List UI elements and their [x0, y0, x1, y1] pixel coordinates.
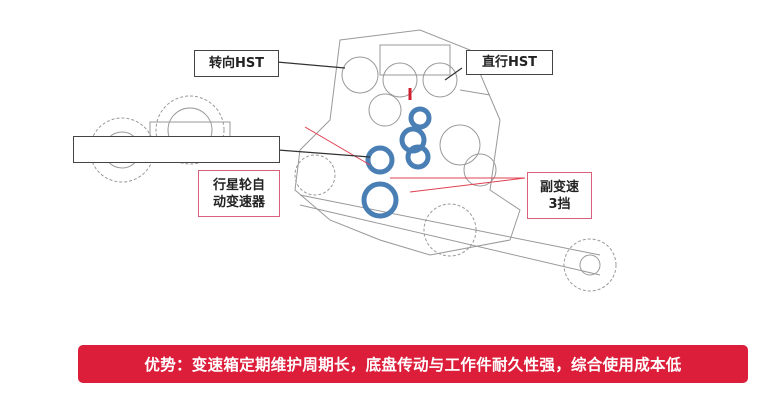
label-straight-hst: 直行HST: [466, 50, 553, 75]
label-empty-box: [73, 136, 280, 163]
label-text: 行星轮自: [212, 177, 265, 193]
label-steering-hst: 转向HST: [194, 50, 279, 77]
banner-text: 优势：变速箱定期维护周期长，底盘传动与工作件耐久性强，综合使用成本低: [144, 356, 682, 374]
planetary-gear-assembly: [89, 95, 231, 183]
label-text: 副变速: [539, 179, 579, 195]
label-text: 直行HST: [481, 55, 538, 70]
label-text: 转向HST: [208, 56, 265, 71]
pointer-lines: [304, 126, 526, 193]
label-leaders: [276, 61, 463, 158]
label-planetary-transmission: 行星轮自动变速器: [198, 170, 280, 217]
highlighted-gears: [361, 106, 432, 219]
label-text: 3挡: [548, 196, 571, 212]
label-text: 动变速器: [212, 194, 265, 210]
transmission-housing: [294, 29, 617, 292]
advantage-banner: 优势：变速箱定期维护周期长，底盘传动与工作件耐久性强，综合使用成本低: [78, 345, 748, 383]
